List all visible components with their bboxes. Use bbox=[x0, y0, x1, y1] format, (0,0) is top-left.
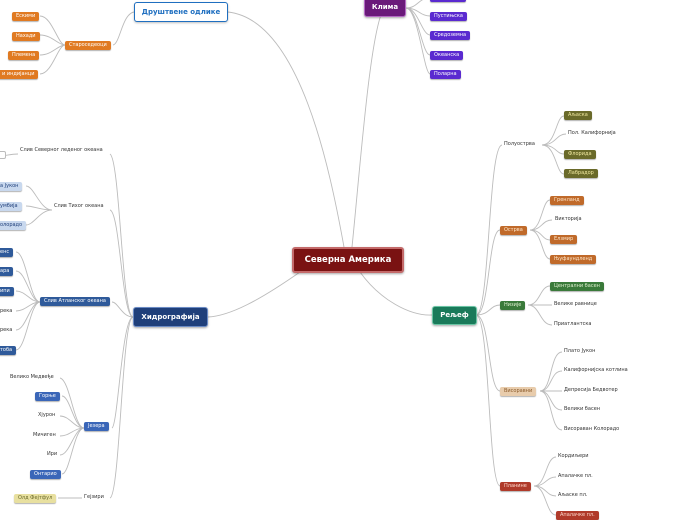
subtopic-islands[interactable]: Острва bbox=[500, 226, 527, 235]
subtopic-arctic-basin[interactable]: Слив Северног леденог океана bbox=[20, 147, 103, 153]
item-native-2[interactable]: Нахади bbox=[12, 32, 40, 41]
item-lake-4[interactable]: Мичиген bbox=[33, 432, 56, 438]
item-pacific-1[interactable]: а Јукон bbox=[0, 182, 23, 191]
topic-hydrography[interactable]: Хидрографија bbox=[133, 307, 208, 327]
subtopic-natives[interactable]: Староседеоци bbox=[65, 41, 111, 50]
topic-relief[interactable]: Рељеф bbox=[432, 306, 477, 325]
item-island-4[interactable]: Њуфаундленд bbox=[550, 255, 597, 264]
item-climate-4[interactable]: Поларна bbox=[430, 70, 461, 79]
item-climate-1[interactable]: Пустињска bbox=[430, 12, 467, 21]
item-lowland-2[interactable]: Велике равнице bbox=[554, 301, 597, 307]
item-native-4[interactable]: и индијанци bbox=[0, 70, 39, 79]
subtopic-atlantic-basin[interactable]: Слив Атланског океана bbox=[40, 297, 110, 306]
item-island-2[interactable]: Викторија bbox=[555, 216, 582, 222]
item-peninsula-1[interactable]: Аљаска bbox=[564, 111, 592, 120]
item-climate-0 bbox=[430, 0, 466, 2]
item-climate-3[interactable]: Океанска bbox=[430, 51, 464, 60]
item-plateau-5[interactable]: Висораван Колорадо bbox=[564, 426, 620, 432]
item-mountain-2[interactable]: Апалачке пл. bbox=[558, 473, 593, 479]
item-climate-2[interactable]: Средоземна bbox=[430, 31, 471, 40]
subtopic-lakes[interactable]: Језера bbox=[84, 422, 109, 431]
item-geyser-1[interactable]: Олд Фејтфул bbox=[14, 494, 57, 503]
item-atlantic-5[interactable]: река bbox=[0, 326, 17, 335]
subtopic-peninsulas[interactable]: Полуострва bbox=[504, 141, 535, 147]
item-plateau-4[interactable]: Велики басен bbox=[564, 406, 601, 412]
subtopic-plateaus[interactable]: Висоравни bbox=[500, 387, 537, 396]
item-lowland-3[interactable]: Приатлантска bbox=[554, 321, 592, 327]
item-atlantic-6[interactable]: тоба bbox=[0, 346, 17, 355]
item-atlantic-3[interactable]: ипи bbox=[0, 287, 14, 296]
item-lake-6[interactable]: Онтарио bbox=[30, 470, 61, 479]
item-arctic-stub bbox=[0, 151, 6, 159]
item-peninsula-2[interactable]: Пол. Калифорнија bbox=[568, 130, 616, 136]
item-island-3[interactable]: Елзмир bbox=[550, 235, 578, 244]
item-native-1[interactable]: Ескими bbox=[12, 12, 40, 21]
item-atlantic-1[interactable]: енс bbox=[0, 248, 14, 257]
item-mountain-3[interactable]: Аљаске пл. bbox=[558, 492, 588, 498]
item-lake-3[interactable]: Хјурон bbox=[38, 412, 56, 418]
subtopic-mountains[interactable]: Планине bbox=[500, 482, 531, 491]
item-atlantic-4[interactable]: река bbox=[0, 307, 17, 316]
item-peninsula-3[interactable]: Флорида bbox=[564, 150, 596, 159]
topic-society[interactable]: Друштвене одлике bbox=[134, 2, 228, 22]
item-plateau-2[interactable]: Калифорнијска котлина bbox=[564, 367, 628, 373]
topic-climate[interactable]: Клима bbox=[364, 0, 406, 17]
item-lake-5[interactable]: Ири bbox=[47, 451, 58, 457]
root-topic[interactable]: Северна Америка bbox=[292, 247, 404, 273]
item-island-1[interactable]: Гренланд bbox=[550, 196, 584, 205]
item-atlantic-2[interactable]: ара bbox=[0, 267, 14, 276]
item-native-3[interactable]: Племена bbox=[8, 51, 40, 60]
item-lake-2[interactable]: Горње bbox=[35, 392, 60, 401]
item-mountain-4[interactable]: Апалачке пл. bbox=[556, 511, 599, 520]
item-peninsula-4[interactable]: Лабрадор bbox=[564, 169, 598, 178]
subtopic-lowlands[interactable]: Низије bbox=[500, 301, 526, 310]
item-pacific-2[interactable]: умбија bbox=[0, 202, 22, 211]
item-plateau-1[interactable]: Плато Јукон bbox=[564, 348, 596, 354]
item-lake-1[interactable]: Велико Медвеђе bbox=[10, 374, 54, 380]
item-lowland-1[interactable]: Централни басен bbox=[550, 282, 604, 291]
subtopic-pacific-basin[interactable]: Слив Тихог океана bbox=[54, 203, 104, 209]
item-pacific-3[interactable]: олорадо bbox=[0, 221, 27, 230]
subtopic-geysers[interactable]: Гејзири bbox=[84, 494, 104, 500]
item-plateau-3[interactable]: Депресија Бедвотер bbox=[564, 387, 618, 393]
item-mountain-1[interactable]: Кордиљери bbox=[558, 453, 589, 459]
